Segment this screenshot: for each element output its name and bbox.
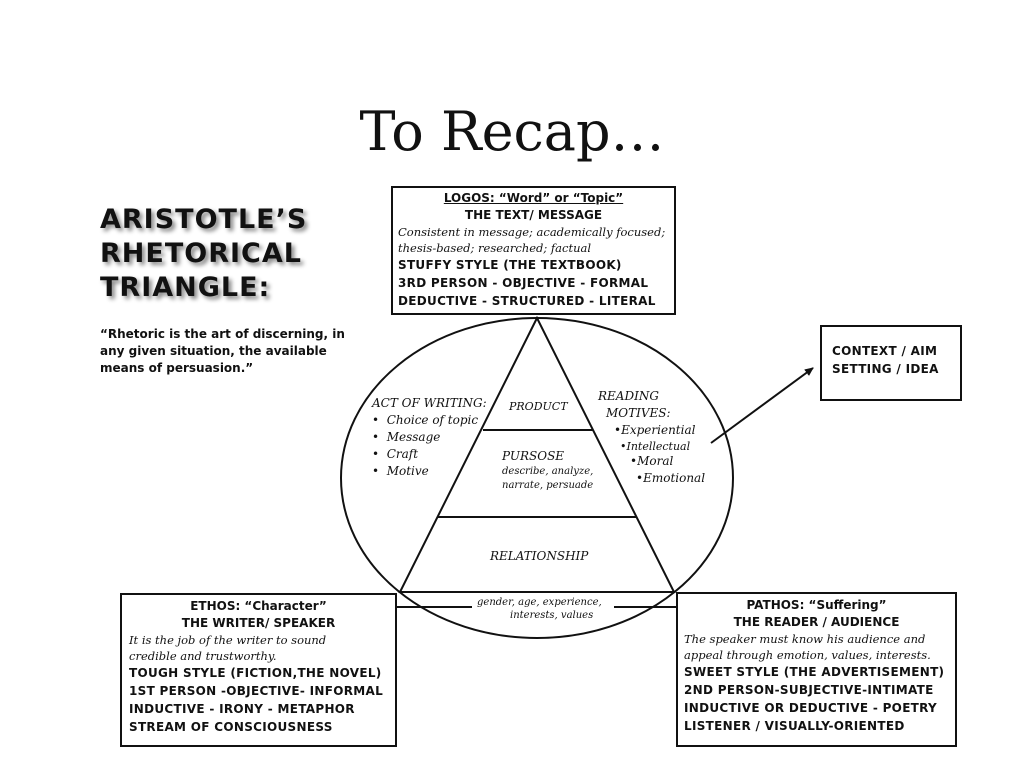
- logos-subtitle: THE TEXT/ MESSAGE: [464, 208, 603, 222]
- ethos-title: ETHOS: “Character”: [190, 599, 327, 613]
- heading-line-3: TRIANGLE:: [100, 272, 271, 303]
- pathos-line-4: LISTENER / VISUALLY-ORIENTED: [684, 719, 905, 733]
- product-label: PRODUCT: [509, 400, 568, 413]
- ethos-desc-2: credible and trustworthy.: [129, 649, 277, 663]
- relationship-label: RELATIONSHIP: [490, 549, 589, 563]
- pathos-box: PATHOS: “Suffering” THE READER / AUDIENC…: [676, 592, 957, 747]
- context-arrow: [710, 367, 814, 444]
- context-line-1: CONTEXT / AIM: [832, 344, 938, 358]
- act-of-writing-item: • Choice of topic: [372, 413, 479, 427]
- ethos-subtitle: THE WRITER/ SPEAKER: [181, 616, 336, 630]
- logos-box: LOGOS: “Word” or “Topic” THE TEXT/ MESSA…: [391, 186, 676, 315]
- ethos-line-1: TOUGH STYLE (FICTION,THE NOVEL): [129, 666, 382, 680]
- pathos-subtitle: THE READER / AUDIENCE: [733, 615, 900, 629]
- diagram-heading: ARISTOTLE’S RHETORICAL TRIANGLE:: [100, 203, 307, 305]
- logos-line-2: 3RD PERSON - OBJECTIVE - FORMAL: [398, 276, 649, 290]
- reading-motives-title-2: MOTIVES:: [606, 406, 671, 420]
- logos-desc-1: Consistent in message; academically focu…: [398, 225, 666, 239]
- act-of-writing-title: ACT OF WRITING:: [372, 396, 487, 410]
- logos-line-1: STUFFY STYLE (THE TEXTBOOK): [398, 258, 622, 272]
- ethos-desc-1: It is the job of the writer to sound: [129, 633, 327, 647]
- slide-title: To Recap…: [359, 100, 665, 163]
- logos-desc-2: thesis-based; researched; factual: [398, 241, 592, 255]
- purpose-desc-2: narrate, persuade: [502, 480, 594, 491]
- pathos-line-1: SWEET STYLE (THE ADVERTISEMENT): [684, 665, 945, 679]
- relationship-desc-2: interests, values: [510, 610, 594, 621]
- heading-line-2: RHETORICAL: [100, 238, 302, 269]
- pathos-desc-2: appeal through emotion, values, interest…: [684, 648, 931, 662]
- relationship-desc-1: gender, age, experience,: [477, 597, 602, 608]
- act-of-writing-item: • Motive: [372, 464, 429, 478]
- pathos-desc-1: The speaker must know his audience and: [684, 632, 926, 646]
- purpose-label: PURSOSE: [502, 449, 565, 463]
- logos-title: LOGOS: “Word” or “Topic”: [443, 191, 624, 205]
- pathos-title: PATHOS: “Suffering”: [746, 598, 887, 612]
- reading-motives-item: •Experiential: [614, 423, 696, 437]
- reading-motives-item: •Emotional: [636, 471, 706, 485]
- context-box: CONTEXT / AIM SETTING / IDEA: [820, 325, 962, 401]
- context-line-2: SETTING / IDEA: [832, 362, 939, 376]
- act-of-writing-item: • Message: [372, 430, 441, 444]
- heading-line-1: ARISTOTLE’S: [100, 204, 308, 235]
- act-of-writing-item: • Craft: [372, 447, 419, 461]
- ethos-line-2: 1ST PERSON -OBJECTIVE- INFORMAL: [129, 684, 384, 698]
- rhetorical-triangle: [398, 315, 676, 593]
- reading-motives-title-1: READING: [598, 389, 659, 403]
- pathos-line-2: 2ND PERSON-SUBJECTIVE-INTIMATE: [684, 683, 934, 697]
- purpose-desc-1: describe, analyze,: [502, 466, 594, 477]
- reading-motives-item: •Intellectual: [620, 440, 691, 453]
- rhetoric-quote: “Rhetoric is the art of discerning, in a…: [100, 327, 345, 375]
- ethos-line-4: STREAM OF CONSCIOUSNESS: [129, 720, 333, 734]
- ethos-box: ETHOS: “Character” THE WRITER/ SPEAKER I…: [120, 593, 397, 747]
- pathos-line-3: INDUCTIVE OR DEDUCTIVE - POETRY: [684, 701, 938, 715]
- reading-motives-item: •Moral: [630, 454, 674, 468]
- ethos-line-3: INDUCTIVE - IRONY - METAPHOR: [129, 702, 355, 716]
- logos-line-3: DEDUCTIVE - STRUCTURED - LITERAL: [398, 294, 656, 308]
